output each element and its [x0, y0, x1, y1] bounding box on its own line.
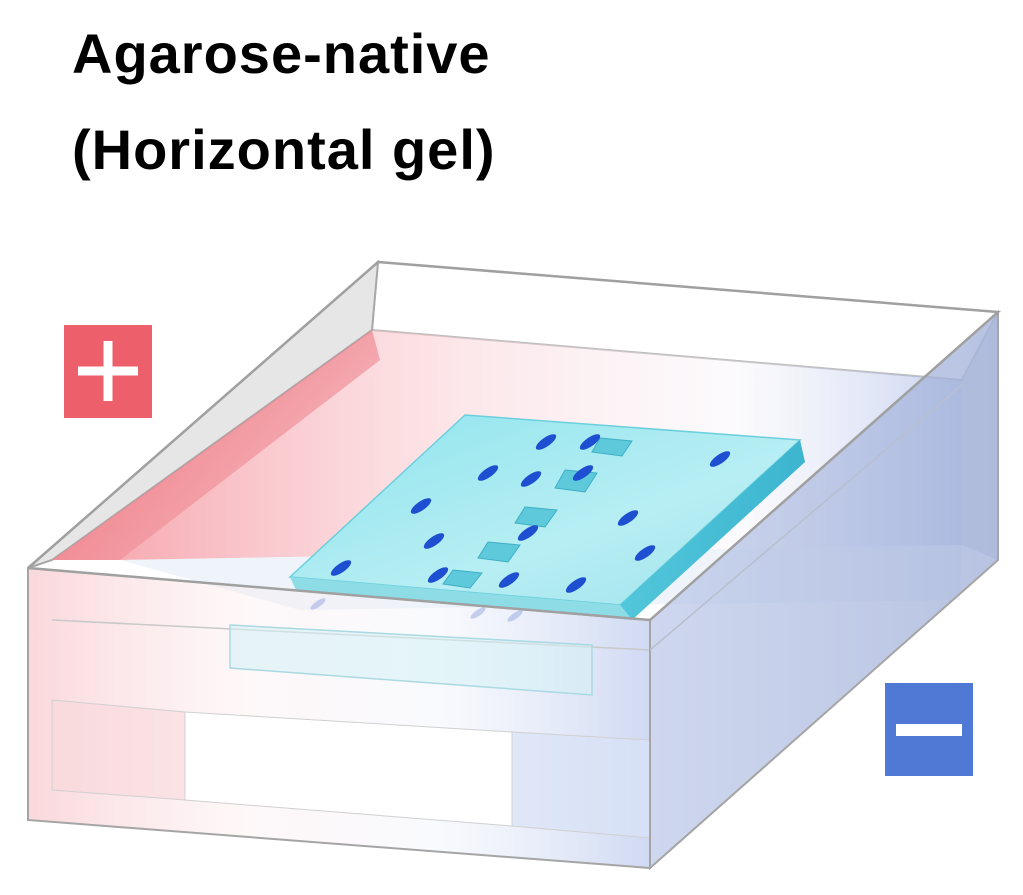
tank-rim [27, 260, 1002, 622]
tank-base-left [51, 699, 186, 801]
dna-band [423, 533, 445, 549]
diagram-title: Agarose-native (Horizontal gel) [72, 6, 496, 198]
negative-electrode [885, 683, 973, 776]
dna-band [517, 525, 539, 541]
dna-band [709, 451, 731, 467]
agarose-gel-side [620, 440, 805, 620]
well-5 [442, 569, 483, 589]
dna-band [330, 560, 352, 576]
well-1 [591, 437, 633, 457]
dna-band [572, 465, 594, 481]
dna-band [410, 498, 432, 514]
well-3 [514, 506, 558, 528]
right-buffer-line [649, 384, 963, 651]
dna-band [477, 465, 499, 481]
minus-icon [896, 724, 962, 736]
title-line-1: Agarose-native [72, 22, 491, 85]
agarose-gel-front [290, 577, 632, 620]
plus-icon [78, 341, 138, 401]
gel-tray [229, 624, 593, 696]
dna-band [565, 577, 587, 593]
tank-base-right [511, 731, 651, 839]
well-4 [477, 541, 521, 563]
tank-left-inner [52, 330, 380, 560]
dna-bands [330, 434, 731, 593]
dna-band [498, 572, 520, 588]
title-line-2: (Horizontal gel) [72, 118, 496, 181]
positive-electrode [64, 325, 152, 418]
dna-band [634, 545, 656, 561]
dna-band [617, 510, 639, 526]
dna-band [535, 434, 557, 450]
dna-band [520, 471, 542, 487]
dna-band [427, 567, 449, 583]
dna-band [579, 434, 601, 450]
